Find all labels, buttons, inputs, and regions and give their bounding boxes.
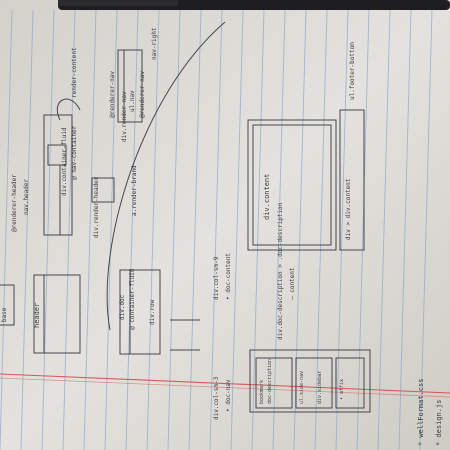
note-nav-container: @ nav-container — [71, 125, 78, 180]
note-ul-footer: ul.footer-bottom — [349, 42, 356, 100]
note-doc-nav: • doc-nav — [225, 379, 232, 412]
note-nav-right: nav-right — [151, 27, 158, 60]
content-box — [247, 119, 337, 251]
note-content: – content — [289, 267, 296, 300]
note-doc-description-2: doc-description — [267, 358, 273, 404]
doc-box — [119, 269, 161, 355]
note-sidebar: div.sidebar — [317, 370, 323, 404]
note-renderer-header: @renderer-header — [11, 174, 18, 232]
note-well-format: * wellFormat.css — [417, 378, 425, 446]
note-div-row: div.row — [149, 299, 156, 325]
note-header: header — [33, 302, 41, 328]
note-render-header: div.render-header — [93, 176, 100, 238]
note-base: base — [1, 307, 8, 322]
note-col-sm-3: div.col-sm-3 — [213, 376, 220, 420]
note-container-fluid-3: @ container-fluid — [129, 268, 136, 330]
sidebar-box — [249, 349, 371, 413]
note-affix: • affix — [339, 378, 345, 400]
note-render-content: render-content — [71, 47, 78, 98]
note-nav-header: nav.header — [23, 178, 30, 215]
note-render-brand: a.render-brand — [131, 165, 138, 216]
sketch-arc — [106, 21, 226, 331]
note-div-render-nav: div.render-nav — [121, 91, 128, 142]
note-side-nav: ul.side-nav — [299, 370, 305, 404]
note-design-js: * design.js — [435, 399, 443, 446]
note-doc-content: • doc-content — [225, 253, 232, 300]
note-renderer-nav: @renderer-nav — [109, 71, 116, 118]
note-footer-content: div > div.content — [345, 178, 352, 240]
note-div-doc: div.doc — [119, 294, 126, 320]
note-col-sm-9: div.col-sm-9 — [213, 256, 220, 300]
header-box — [33, 274, 81, 354]
note-div-content: div.content — [263, 173, 271, 220]
note-bookmark: bookmark — [259, 379, 265, 404]
note-container-fluid: div.container-fluid — [61, 127, 68, 196]
note-renderer-nav-2: @renderer-nav — [139, 71, 146, 118]
margin-line — [0, 373, 450, 394]
note-ul-nav: ul.nav — [129, 90, 136, 112]
note-doc-description: div.doc-description > .doc-description — [277, 202, 284, 340]
